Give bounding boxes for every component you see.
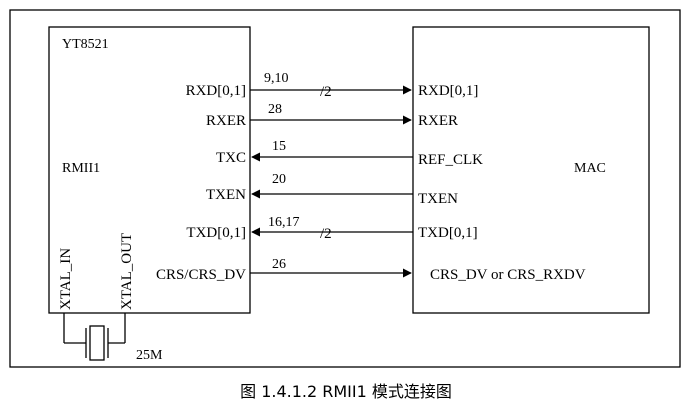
- signal-rxd: RXD[0,1] 9,10 /2 RXD[0,1]: [186, 71, 479, 100]
- bus-width-mark: /2: [320, 84, 332, 100]
- pin-number: 9,10: [264, 71, 289, 86]
- signal-txc: TXC 15 REF_CLK: [216, 139, 483, 168]
- phy-pin-label: TXD[0,1]: [186, 225, 246, 241]
- outer-frame: [9, 9, 681, 368]
- signal-txd: TXD[0,1] 16,17 /2 TXD[0,1]: [186, 215, 477, 242]
- phy-chip-box: [48, 26, 251, 314]
- pin-number: 20: [272, 172, 286, 187]
- phy-pin-label: RXER: [206, 113, 246, 129]
- mac-box: [412, 26, 650, 314]
- signal-txen: TXEN 20 TXEN: [206, 172, 458, 207]
- mac-pin-label: RXD[0,1]: [418, 83, 478, 99]
- mac-name: MAC: [574, 161, 606, 176]
- pin-number: 26: [272, 257, 286, 272]
- mac-pin-label: CRS_DV or CRS_RXDV: [430, 267, 586, 283]
- pin-number: 16,17: [268, 215, 300, 230]
- crystal-oscillator: [63, 313, 126, 361]
- crystal-frequency: 25M: [136, 348, 163, 363]
- signal-crs-dv: CRS/CRS_DV 26 CRS_DV or CRS_RXDV: [156, 257, 586, 283]
- mac-pin-label: TXEN: [418, 191, 458, 207]
- xtal-in-label: XTAL_IN: [58, 248, 74, 310]
- mac-pin-label: RXER: [418, 113, 458, 129]
- pin-number: 15: [272, 139, 286, 154]
- phy-interface-name: RMII1: [62, 161, 100, 176]
- phy-chip-name: YT8521: [62, 37, 109, 52]
- xtal-out-label: XTAL_OUT: [119, 233, 135, 310]
- phy-pin-label: TXEN: [206, 187, 246, 203]
- bus-width-mark: /2: [320, 226, 332, 242]
- phy-pin-label: CRS/CRS_DV: [156, 267, 246, 283]
- mac-pin-label: TXD[0,1]: [418, 225, 478, 241]
- phy-pin-label: TXC: [216, 150, 246, 166]
- pin-number: 28: [268, 102, 282, 117]
- signal-rxer: RXER 28 RXER: [206, 102, 458, 129]
- figure-caption: 图 1.4.1.2 RMII1 模式连接图: [240, 382, 452, 401]
- mac-pin-label: REF_CLK: [418, 152, 483, 168]
- phy-pin-label: RXD[0,1]: [186, 83, 246, 99]
